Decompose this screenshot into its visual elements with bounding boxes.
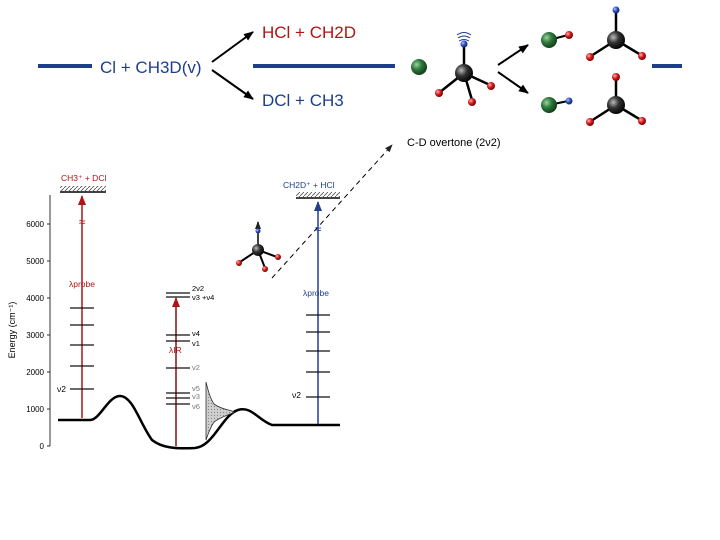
center-level-label: ν6	[192, 402, 200, 411]
right-break-symbol: ≈	[315, 222, 322, 236]
center-level-label: ν3	[192, 392, 200, 401]
overtone-label: C-D overtone (2ν2)	[407, 137, 501, 149]
center-level-label: ν2	[192, 363, 200, 372]
carbon-atom	[607, 96, 625, 114]
left-level-lines	[70, 307, 94, 390]
y-axis-label: Energy (cm⁻¹)	[7, 302, 17, 359]
right-level-lines	[306, 314, 330, 398]
right-probe-channel: CH2D⁺ + HCl ≈ λprobe ν2	[283, 180, 340, 424]
product-hcl-label: HCl + CH2D	[262, 23, 356, 42]
center-level-label: 2ν2	[192, 284, 204, 293]
right-probe-label: λprobe	[303, 288, 329, 298]
left-probe-channel: CH3⁺ + DCl ≈ λprobe ν2	[57, 173, 106, 418]
deuterium-atom	[255, 228, 261, 234]
carbon-atom	[455, 64, 473, 82]
y-tick-label: 6000	[26, 220, 44, 229]
deuterium-atom	[460, 40, 468, 48]
y-axis: Energy (cm⁻¹) 0 1000 2000 3000 4000 5000 6000	[7, 195, 51, 451]
branch-up-line	[211, 31, 254, 63]
carbon-atom	[252, 244, 264, 256]
chlorine-atom	[541, 97, 557, 113]
chlorine-atom	[411, 59, 427, 75]
y-tick-label: 5000	[26, 257, 44, 266]
branch-down-line	[211, 69, 254, 100]
vibration-icon	[456, 32, 472, 42]
energy-diagram: Energy (cm⁻¹) 0100020003000400050006000 …	[7, 144, 393, 451]
center-level-label: ν1	[192, 339, 200, 348]
right-level-label: ν2	[292, 390, 301, 400]
y-tick-label: 2000	[26, 368, 44, 377]
deuterium-atom	[565, 97, 573, 105]
chlorine-atom	[541, 32, 557, 48]
dashed-link	[271, 144, 393, 279]
left-level-label: ν2	[57, 384, 66, 394]
product-molecule-bottom	[541, 73, 646, 126]
right-threshold-hatch	[296, 192, 340, 198]
center-level-lines	[166, 292, 190, 405]
reactant-molecule	[411, 32, 495, 106]
center-level-label: ν5	[192, 384, 200, 393]
left-threshold-hatch	[60, 186, 106, 192]
left-threshold-label: CH3⁺ + DCl	[61, 173, 106, 183]
y-tick-label: 4000	[26, 294, 44, 303]
left-probe-label: λprobe	[69, 279, 95, 289]
deuterium-atom	[612, 6, 620, 14]
carbon-atom	[607, 31, 625, 49]
center-level-label: ν4	[192, 329, 200, 338]
potential-energy-curve	[58, 394, 340, 450]
reaction-scheme: Cl + CH3D(v) HCl + CH2D DCl + CH3	[38, 6, 682, 149]
left-break-symbol: ≈	[79, 215, 86, 229]
y-tick-group: 0 1000 2000 3000 4000 5000 6000	[26, 220, 50, 451]
ir-label: λIR	[169, 345, 182, 355]
arrow-to-products-down	[497, 71, 529, 94]
center-level-label: ν3 +ν4	[192, 293, 214, 302]
excited-molecule	[236, 144, 393, 279]
y-tick-label: 3000	[26, 331, 44, 340]
arrow-to-products-up	[497, 44, 529, 66]
y-tick-label: 0	[40, 442, 45, 451]
right-threshold-label: CH2D⁺ + HCl	[283, 180, 335, 190]
y-tick-label: 1000	[26, 405, 44, 414]
wavepacket-distribution	[205, 381, 235, 441]
reactant-label: Cl + CH3D(v)	[100, 58, 202, 77]
product-molecule-top	[541, 6, 646, 61]
product-dcl-label: DCl + CH3	[262, 91, 344, 110]
